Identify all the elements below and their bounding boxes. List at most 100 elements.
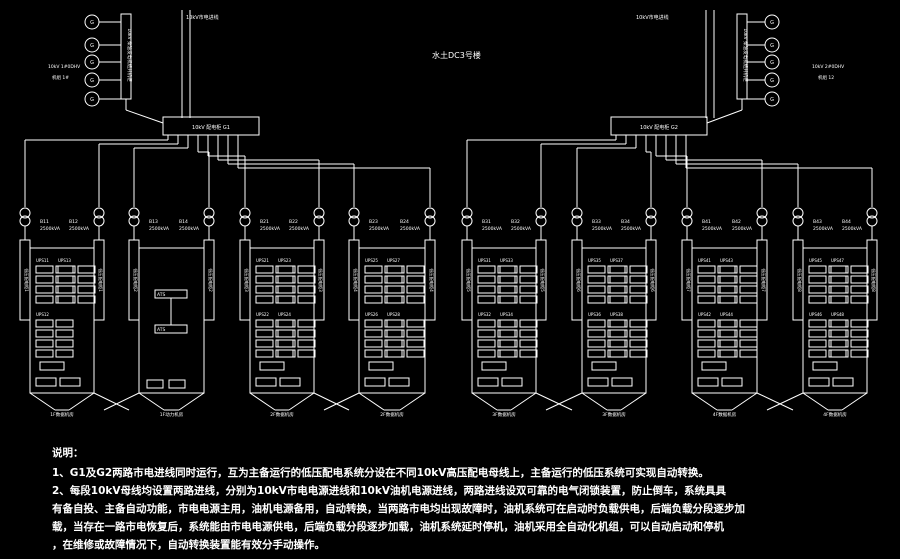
ups-module: [609, 295, 628, 304]
ups-module: [808, 265, 827, 274]
lv-panel-label: 低压配电柜3: [243, 268, 250, 292]
transformer-rating: 2500kVA: [702, 226, 723, 232]
ups-module: [499, 329, 518, 338]
hall-label: 4F数据机房: [823, 411, 847, 418]
ups-module: [739, 319, 758, 328]
ups-module: [609, 275, 628, 284]
ups-module: [255, 319, 274, 328]
tie-wire: [535, 392, 573, 411]
transformer-label: B33: [592, 219, 601, 225]
ats-label: ATS: [157, 327, 165, 333]
ups-module: [77, 265, 96, 274]
ups-module: [739, 275, 758, 284]
transformer-rating: 2500kVA: [621, 226, 642, 232]
ups-label: UPS25: [365, 258, 378, 263]
ups-module: [830, 349, 849, 358]
ups-module: [364, 339, 383, 348]
generator-label: G: [770, 97, 774, 103]
ups-module: [719, 295, 738, 304]
feeder-box: [35, 377, 57, 387]
ups-label: UPS27: [387, 258, 400, 263]
transformer-icon: [461, 207, 473, 219]
ups-module: [607, 275, 626, 284]
ups-module: [499, 295, 518, 304]
ups-module: [275, 285, 294, 294]
lv-panel-label: 低压配电柜3: [317, 268, 324, 292]
ups-module: [499, 319, 518, 328]
ups-module: [717, 319, 736, 328]
transformer-label: B41: [702, 219, 711, 225]
ups-module: [717, 329, 736, 338]
ups-module: [57, 275, 76, 284]
generator-label: G: [90, 60, 94, 66]
ups-module: [297, 329, 316, 338]
transformer-label: B43: [813, 219, 822, 225]
ups-module: [477, 285, 496, 294]
ups-module: [607, 329, 626, 338]
distribution-box: [259, 361, 285, 371]
ups-module: [55, 349, 74, 358]
ups-module: [297, 265, 316, 274]
ups-module: [587, 339, 606, 348]
tie-wire: [756, 392, 794, 411]
transformer-label: B12: [69, 219, 78, 225]
ups-module: [719, 275, 738, 284]
ups-label: UPS23: [278, 258, 291, 263]
ups-module: [275, 295, 294, 304]
notes-heading: 说明：: [52, 447, 84, 459]
ups-module: [406, 265, 425, 274]
ups-module: [406, 329, 425, 338]
ups-module: [519, 319, 538, 328]
transformer-rating: 2500kVA: [179, 226, 200, 232]
transformer-icon: [313, 207, 325, 219]
ups-module: [697, 265, 716, 274]
ups-module: [519, 285, 538, 294]
ups-module: [609, 319, 628, 328]
ups-module: [497, 265, 516, 274]
ups-module: [830, 329, 849, 338]
ups-module: [35, 339, 54, 348]
transformer-label: B11: [40, 219, 49, 225]
ups-module: [255, 265, 274, 274]
tie-wire: [545, 392, 583, 411]
ups-label: UPS37: [610, 258, 623, 263]
ups-module: [275, 349, 294, 358]
ups-module: [384, 339, 403, 348]
ups-module: [499, 349, 518, 358]
source-label-right: 10kV市电进线: [636, 14, 669, 21]
ups-label: UPS35: [588, 258, 601, 263]
wire: [706, 109, 743, 124]
ups-label: UPS48: [831, 312, 844, 317]
lv-switchgear-frame: [29, 247, 95, 394]
source-label-left: 10kV市电进线: [186, 14, 219, 21]
ups-module: [587, 285, 606, 294]
notes-block: 说明： 1、G1及G2两路市电进线同时运行，互为主备运行的低压配电系统分设在不同…: [52, 444, 892, 554]
ups-module: [35, 349, 54, 358]
ups-module: [719, 339, 738, 348]
generator-label: G: [90, 97, 94, 103]
lv-panel-label: 低压配电柜8: [796, 268, 803, 292]
transformer-label: B44: [842, 219, 851, 225]
ups-module: [55, 329, 74, 338]
tie-wire: [93, 392, 130, 411]
ups-module: [35, 285, 54, 294]
ups-module: [255, 349, 274, 358]
ups-module: [609, 329, 628, 338]
wire: [691, 392, 718, 411]
ups-module: [384, 275, 403, 284]
ups-module: [629, 349, 648, 358]
ups-module: [477, 339, 496, 348]
ups-module: [697, 285, 716, 294]
ups-module: [255, 329, 274, 338]
distribution-box: [368, 361, 394, 371]
ups-module: [717, 339, 736, 348]
transformer-rating: 2500kVA: [592, 226, 613, 232]
transformer-rating: 2500kVA: [732, 226, 753, 232]
ups-module: [808, 319, 827, 328]
ups-module: [297, 339, 316, 348]
ups-module: [364, 329, 383, 338]
ups-module: [607, 285, 626, 294]
transformer-rating: 2500kVA: [289, 226, 310, 232]
wire: [399, 392, 426, 411]
transformer-icon: [792, 207, 804, 219]
